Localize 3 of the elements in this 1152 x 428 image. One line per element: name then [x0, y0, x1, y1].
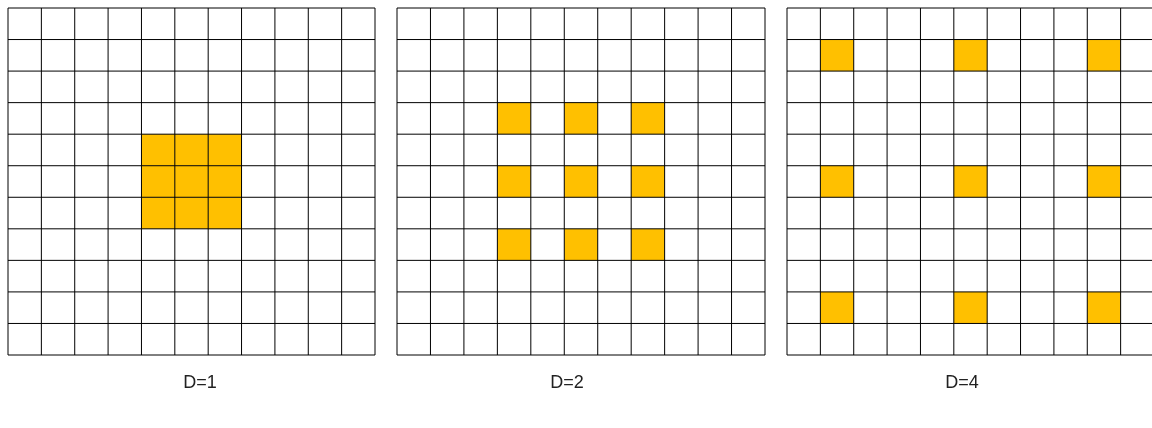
grid-caption: D=1 — [183, 372, 217, 393]
grid-caption: D=4 — [945, 372, 979, 393]
grid-caption: D=2 — [550, 372, 584, 393]
